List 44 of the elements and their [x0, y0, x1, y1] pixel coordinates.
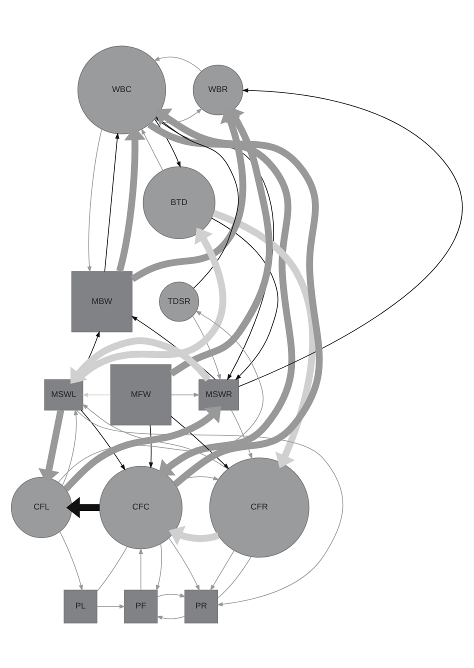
arrow [147, 120, 296, 476]
node-box: PF [124, 589, 158, 623]
arrow [104, 132, 120, 272]
arrow [82, 392, 111, 396]
arrow [82, 403, 228, 469]
arrow [59, 530, 83, 591]
arrow [238, 88, 462, 386]
arrow [96, 604, 126, 608]
node-circle: CFC [99, 465, 183, 549]
node-circle: TDSR [159, 281, 200, 322]
arrow [156, 615, 186, 620]
arrow [192, 315, 222, 380]
node-box: MBW [71, 270, 132, 332]
arrow [212, 209, 316, 468]
arrow [168, 537, 200, 591]
node-box: PR [184, 589, 218, 623]
node-circle: CFR [209, 457, 310, 558]
arrow [87, 128, 102, 272]
arrow [210, 550, 235, 590]
arrow [168, 525, 220, 545]
arrow [66, 496, 100, 518]
node-box: MSWR [198, 378, 240, 410]
connector [96, 546, 128, 592]
arrow [153, 56, 202, 72]
arrow [76, 409, 344, 606]
arrow [156, 542, 162, 591]
node-box: PL [64, 589, 98, 623]
arrow [157, 592, 186, 597]
connector [217, 556, 252, 598]
node-box: MSWL [44, 378, 84, 410]
arrow [170, 392, 200, 396]
arrow [141, 128, 164, 170]
arrow [70, 336, 211, 384]
arrow [211, 217, 278, 380]
arrow [58, 310, 264, 482]
arrow [80, 409, 126, 470]
node-box: MFW [110, 364, 172, 425]
arrow [63, 406, 222, 492]
arrow [230, 409, 252, 459]
node-circle: BTD [142, 166, 216, 238]
arrow [62, 408, 78, 486]
arrow [138, 547, 144, 590]
arrow [116, 126, 146, 272]
node-circle: CFL [10, 476, 72, 538]
